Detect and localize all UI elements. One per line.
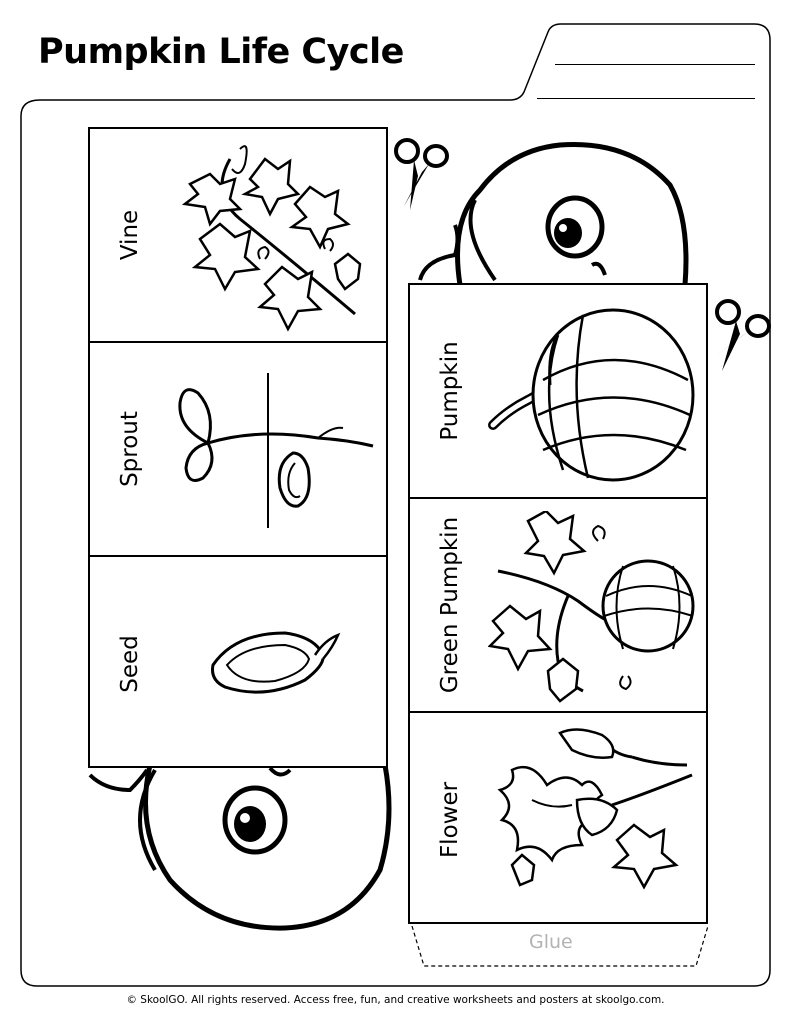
pumpkin-icon — [488, 308, 695, 482]
copyright-footer: © SkoolGO. All rights reserved. Access f… — [126, 994, 665, 1006]
glue-label: Glue — [529, 931, 573, 953]
date-line[interactable] — [537, 98, 755, 99]
stage-cell-pumpkin: Pumpkin — [410, 285, 706, 499]
left-stage-strip: Vine Sprout — [88, 127, 388, 768]
stage-cell-sprout: Sprout — [90, 343, 386, 557]
flower-icon — [497, 728, 693, 890]
name-line[interactable] — [555, 64, 755, 65]
page-title: Pumpkin Life Cycle — [38, 32, 404, 72]
sprout-icon — [178, 373, 374, 528]
scissors-icon — [715, 299, 771, 371]
vine-icon — [181, 145, 362, 332]
stage-cell-vine: Vine — [90, 129, 386, 343]
pumpkin-mascot-icon — [88, 764, 392, 931]
pumpkin-mascot-icon — [418, 142, 689, 286]
scissors-icon — [394, 138, 449, 210]
seed-icon — [211, 631, 341, 694]
stage-cell-flower: Flower — [410, 713, 706, 926]
stage-cell-green-pumpkin: Green Pumpkin — [410, 499, 706, 713]
green-pumpkin-icon — [488, 511, 695, 703]
right-stage-strip: Pumpkin Green Pumpkin — [408, 283, 708, 924]
stage-cell-seed: Seed — [90, 557, 386, 770]
